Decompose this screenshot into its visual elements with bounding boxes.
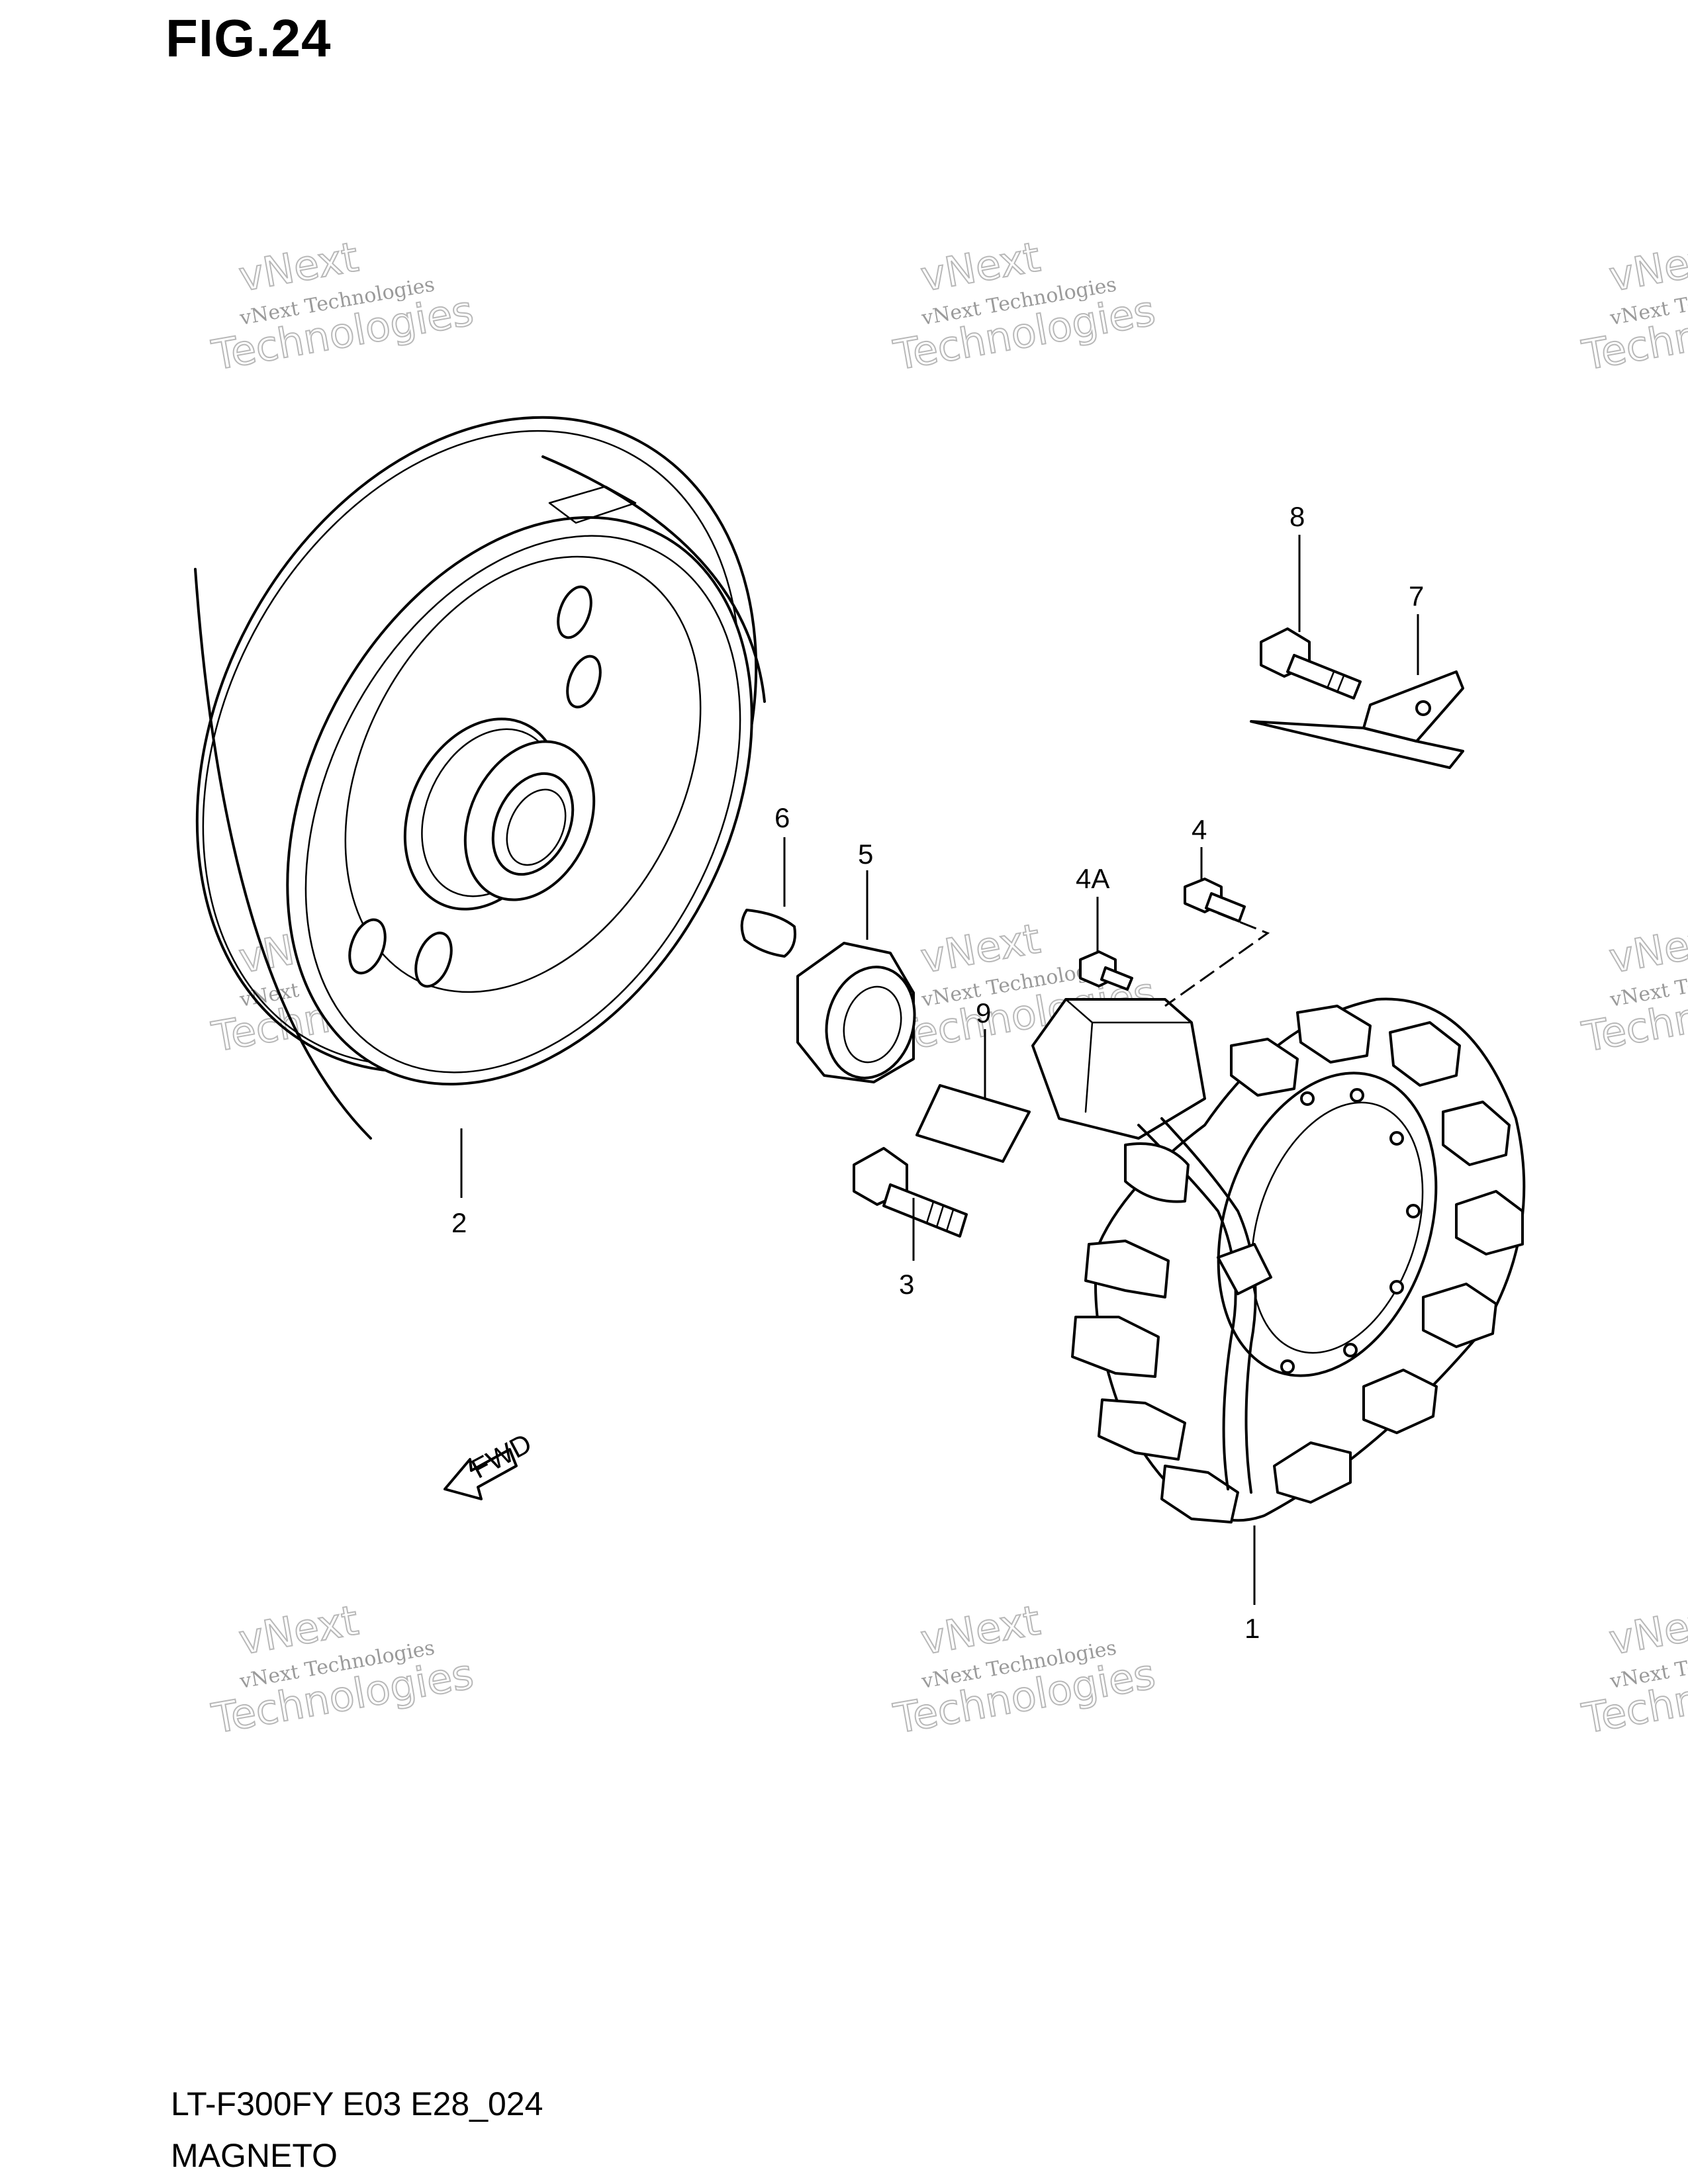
stator-coil-part [1031,997,1526,1524]
watermark: vNext vNext Technologies Technologies [1578,232,1688,380]
svg-text:vNext: vNext [1606,914,1688,982]
callout-9: 9 [976,997,991,1028]
callout-labels: 1 2 3 4 4A 5 6 7 8 9 [451,501,1424,1644]
rotor-bolt-part [853,1147,968,1238]
watermark: vNext vNext Technologies Technologies [1578,913,1688,1062]
forward-direction-arrow: FWD [444,1428,537,1500]
section-name: MAGNETO [171,2137,338,2174]
callout-2: 2 [451,1207,467,1238]
svg-text:vNext: vNext [1606,1596,1688,1664]
figure-title: FIG.24 [165,9,332,68]
callout-4a: 4A [1076,863,1109,894]
watermark: vNext vNext Technologies Technologies [208,232,478,380]
insulation-pad-part [915,1084,1031,1163]
callout-6: 6 [774,802,790,833]
fwd-label: FWD [466,1428,537,1484]
wire-clamp-part [1250,670,1464,769]
callout-8: 8 [1289,501,1305,532]
watermark: vNext vNext Technologies Technologies [208,1595,478,1743]
callout-4: 4 [1192,814,1207,845]
svg-text:vNext: vNext [1606,232,1688,300]
callout-1: 1 [1244,1613,1260,1644]
callout-3: 3 [899,1269,914,1300]
woodruff-key-part [740,909,796,958]
watermark: vNext vNext Technologies Technologies [1578,1595,1688,1743]
model-code: LT-F300FY E03 E28_024 [171,2085,543,2122]
watermark: vNext vNext Technologies Technologies [890,1595,1160,1743]
flywheel-rotor-part [194,416,766,1140]
leader-lines [460,535,1419,1605]
rotor-nut-part [796,942,916,1083]
clamp-bolt-part [1260,627,1362,700]
callout-7: 7 [1409,580,1424,612]
watermark: vNext vNext Technologies Technologies [890,232,1160,380]
screw-4-part [1184,878,1246,923]
screw-4a-part [1079,950,1133,991]
callout-5: 5 [858,839,873,870]
